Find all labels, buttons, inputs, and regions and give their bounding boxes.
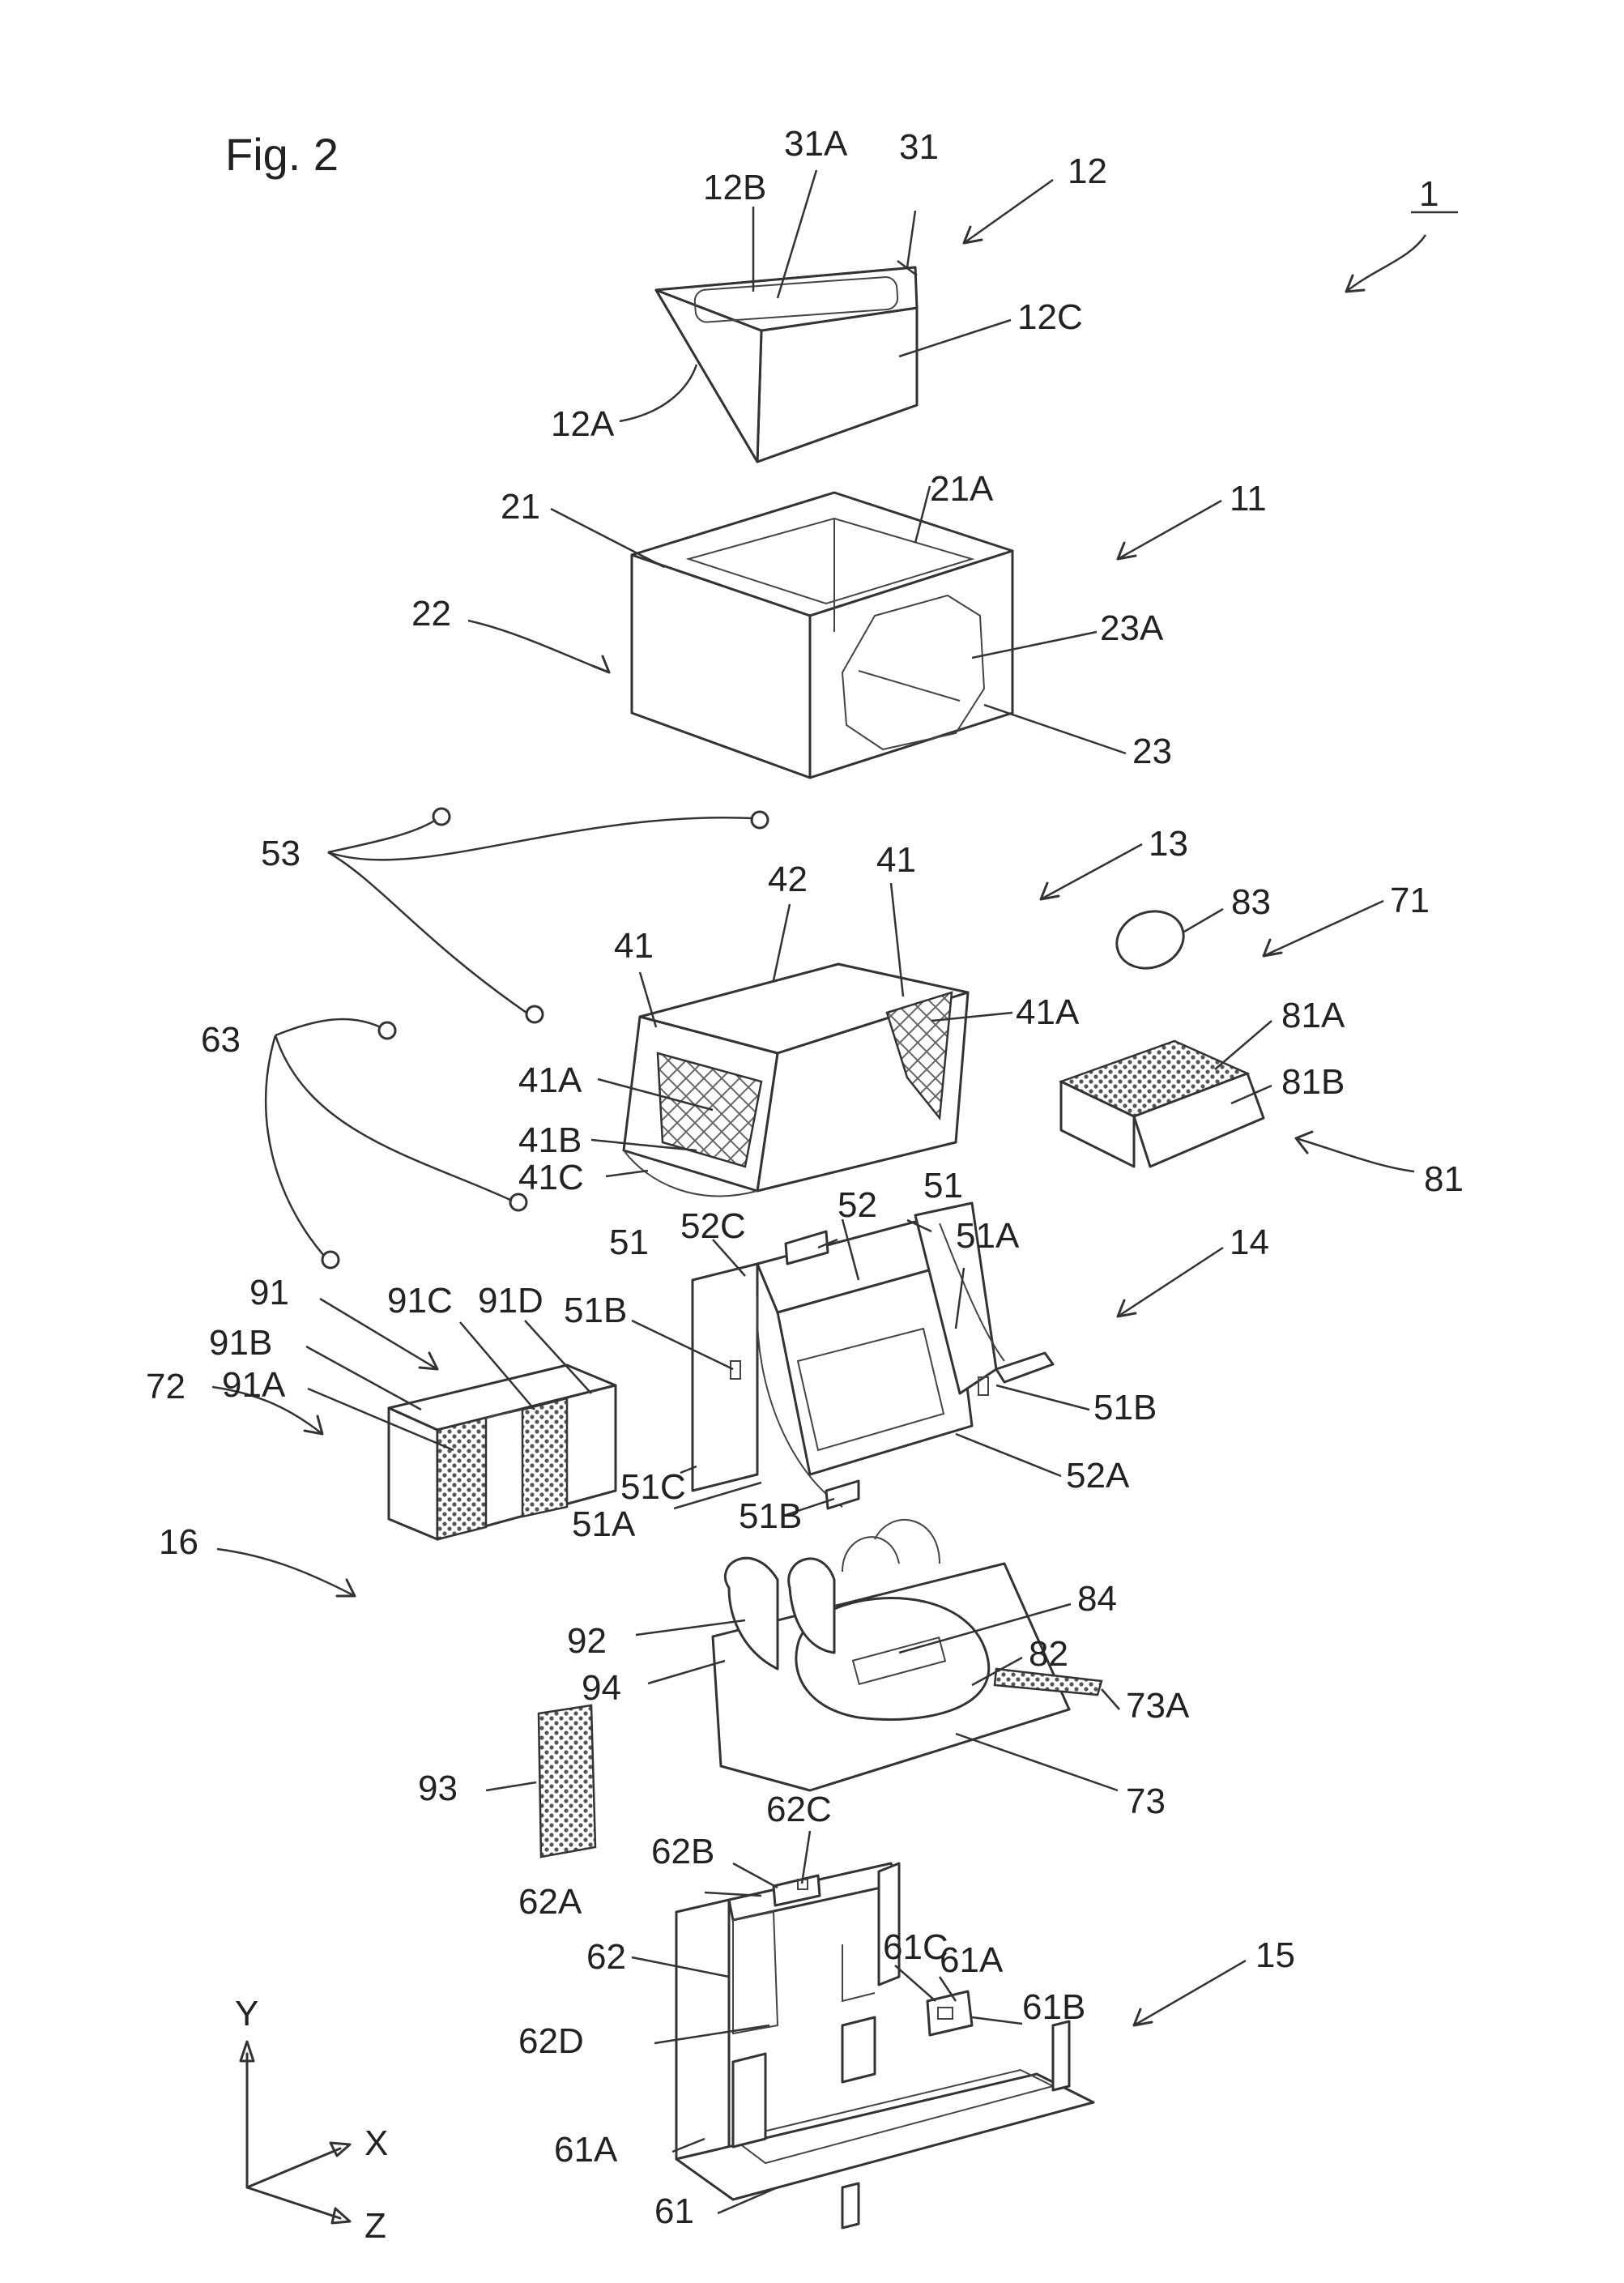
label-62C: 62C: [766, 1790, 832, 1829]
label-12B: 12B: [703, 168, 766, 207]
part-12-funnel: [654, 260, 919, 463]
label-51-left: 51: [609, 1223, 649, 1262]
label-62B: 62B: [651, 1832, 714, 1871]
label-81: 81: [1424, 1159, 1464, 1199]
label-94: 94: [582, 1668, 621, 1708]
label-52C: 52C: [680, 1206, 746, 1246]
label-41-left: 41: [614, 926, 654, 966]
label-41A-right: 41A: [1016, 992, 1080, 1032]
label-62: 62: [586, 1937, 626, 1977]
label-62A: 62A: [518, 1882, 582, 1922]
label-23A: 23A: [1100, 608, 1164, 648]
label-21: 21: [501, 487, 540, 527]
label-71: 71: [1390, 881, 1430, 920]
label-31A: 31A: [784, 124, 848, 164]
label-51A-left: 51A: [572, 1504, 636, 1544]
leaders-12: [619, 169, 1054, 423]
label-16: 16: [159, 1522, 198, 1562]
label-91C: 91C: [387, 1281, 453, 1321]
part-53-wires: [327, 807, 769, 1024]
label-52A: 52A: [1066, 1456, 1130, 1496]
label-92: 92: [567, 1621, 607, 1661]
label-15: 15: [1255, 1935, 1295, 1975]
figure-title: Fig. 2: [225, 129, 339, 180]
label-51B-left: 51B: [564, 1291, 627, 1330]
label-61A-left: 61A: [554, 2130, 618, 2170]
label-23: 23: [1132, 732, 1172, 771]
label-41B: 41B: [518, 1120, 582, 1160]
assembly-16-pointer: [216, 1547, 356, 1598]
label-52: 52: [838, 1185, 877, 1225]
label-21A: 21A: [930, 469, 994, 509]
label-61B: 61B: [1022, 1987, 1085, 2027]
part-81-filter-block: [1058, 1039, 1265, 1168]
part-63-wires: [264, 1018, 528, 1270]
label-73: 73: [1126, 1782, 1166, 1821]
part-83-disc: [1115, 907, 1224, 970]
axis-z-label: Z: [364, 2206, 386, 2246]
label-81A: 81A: [1281, 996, 1345, 1035]
part-93-strip: [485, 1704, 597, 1858]
label-51B-bottom: 51B: [739, 1496, 802, 1536]
axis-y-label: Y: [235, 1994, 258, 2033]
label-13: 13: [1149, 824, 1188, 864]
label-12A: 12A: [551, 404, 615, 444]
part-15-base: [675, 1862, 1095, 2230]
label-93: 93: [418, 1769, 458, 1808]
assembly-ref-1: 1: [1345, 174, 1458, 293]
label-12C: 12C: [1017, 297, 1083, 337]
label-72: 72: [146, 1367, 185, 1406]
leaders-91: [211, 1297, 592, 1452]
leaders-16: [635, 1602, 1120, 1792]
label-91B: 91B: [209, 1323, 272, 1363]
label-91D: 91D: [478, 1281, 543, 1321]
label-84: 84: [1077, 1579, 1117, 1619]
axis-x-label: X: [364, 2123, 388, 2163]
label-91A: 91A: [222, 1365, 286, 1405]
leaders-13: [590, 843, 1143, 1178]
label-22: 22: [411, 594, 451, 634]
part-73-base-sheet: [711, 1519, 1103, 1792]
label-41-right: 41: [876, 840, 916, 880]
label-51-right: 51: [923, 1166, 963, 1206]
label-41A-left: 41A: [518, 1060, 582, 1100]
part-91-filter-stack: [387, 1363, 617, 1541]
part-11-housing: [630, 491, 1014, 779]
label-41C: 41C: [518, 1158, 584, 1197]
axis-triad: [239, 2040, 352, 2225]
label-12: 12: [1068, 151, 1107, 191]
label-61C: 61C: [883, 1927, 948, 1967]
label-63: 63: [201, 1020, 241, 1060]
label-81B: 81B: [1281, 1062, 1345, 1102]
label-53: 53: [261, 834, 301, 873]
label-51B-right: 51B: [1093, 1388, 1157, 1427]
label-73A: 73A: [1126, 1686, 1190, 1726]
label-1: 1: [1419, 174, 1439, 214]
label-82: 82: [1029, 1634, 1068, 1674]
part-13-tray: [622, 962, 970, 1197]
label-91: 91: [249, 1273, 289, 1312]
label-51C: 51C: [620, 1467, 686, 1507]
label-31: 31: [899, 127, 939, 167]
label-51A-right: 51A: [956, 1216, 1020, 1256]
label-83: 83: [1231, 882, 1271, 922]
label-62D: 62D: [518, 2021, 584, 2061]
leaders-15: [631, 1830, 1247, 2215]
label-61A-right: 61A: [940, 1940, 1004, 1980]
label-42: 42: [768, 860, 808, 899]
leaders-11: [467, 485, 1222, 755]
leaders-14: [631, 1218, 1224, 1517]
label-11: 11: [1230, 479, 1267, 518]
label-61: 61: [654, 2191, 694, 2231]
leaders-81: [1214, 899, 1415, 1173]
label-14: 14: [1230, 1223, 1269, 1262]
